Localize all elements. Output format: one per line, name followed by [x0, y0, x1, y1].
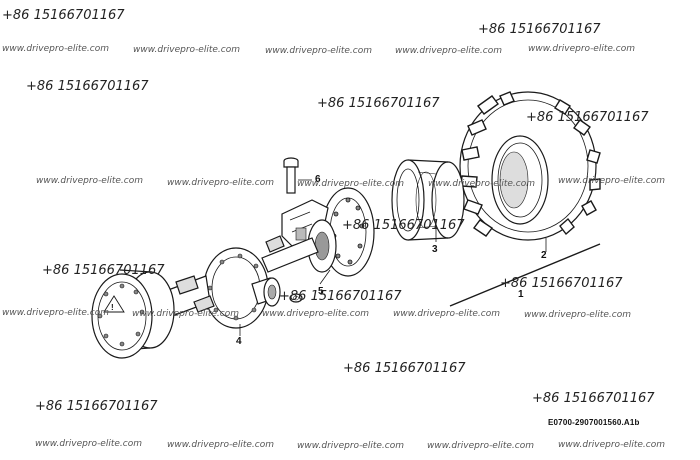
drawing-code: E0700-2907001560.A1b [548, 418, 640, 427]
wheel-rim [391, 159, 465, 241]
callout-6: 6 [315, 174, 321, 185]
axle-housing [151, 235, 319, 329]
callout-3: 3 [432, 244, 438, 255]
wheel-hub-assembly [281, 187, 375, 277]
callout-5: 5 [318, 286, 324, 297]
bolt [283, 157, 299, 194]
tire [459, 91, 601, 241]
svg-text:!: ! [111, 303, 114, 312]
nut [289, 293, 303, 303]
left-wheel-end: ! [91, 269, 175, 359]
callout-4: 4 [236, 336, 242, 347]
callout-2: 2 [541, 250, 547, 261]
callout-1: 1 [518, 289, 524, 300]
assembly-bracket [449, 243, 601, 307]
leader-lines [239, 179, 547, 336]
